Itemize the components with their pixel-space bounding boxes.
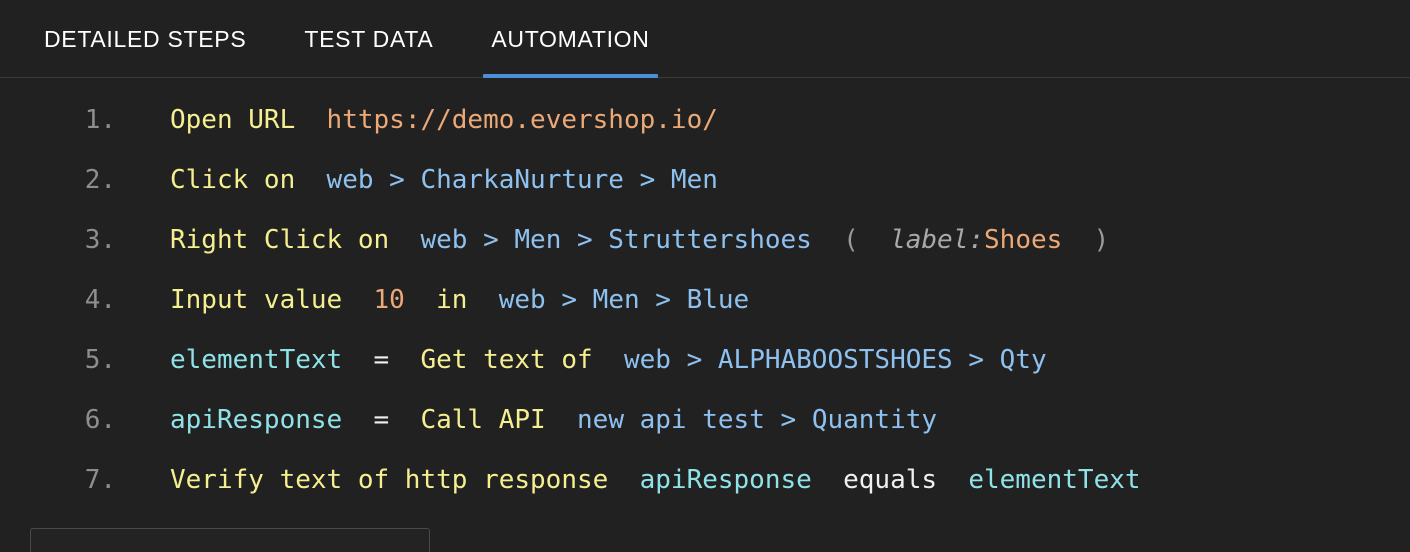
step-token-dim: ( xyxy=(843,225,859,255)
step-content: Click on web > CharkaNurture > Men xyxy=(116,150,718,210)
automation-step-row[interactable]: 4.Input value 10 in web > Men > Blue xyxy=(0,270,1410,330)
automation-step-row[interactable]: 5.elementText = Get text of web > ALPHAB… xyxy=(0,330,1410,390)
automation-step-row[interactable]: 7.Verify text of http response apiRespon… xyxy=(0,450,1410,510)
tab-automation[interactable]: AUTOMATION xyxy=(469,0,671,78)
automation-step-row[interactable]: 2.Click on web > CharkaNurture > Men xyxy=(0,150,1410,210)
step-token-plain xyxy=(812,465,843,495)
step-number: 4. xyxy=(84,285,116,315)
step-content: Right Click on web > Men > Struttershoes… xyxy=(116,210,1109,270)
step-token-loc: web > CharkaNurture > Men xyxy=(326,165,718,195)
tab-test-data[interactable]: TEST DATA xyxy=(282,0,455,78)
step-content: Input value 10 in web > Men > Blue xyxy=(116,270,749,330)
step-token-plain xyxy=(342,405,373,435)
automation-step-row[interactable]: 1.Open URL https://demo.evershop.io/ xyxy=(0,90,1410,150)
automation-step-row[interactable]: 6.apiResponse = Call API new api test > … xyxy=(0,390,1410,450)
step-token-plain xyxy=(389,345,420,375)
step-token-var: elementText xyxy=(170,345,343,375)
tab-detailed-steps-label: DETAILED STEPS xyxy=(44,25,247,52)
bottom-input-box[interactable] xyxy=(30,528,430,552)
step-token-str: Shoes xyxy=(984,225,1063,255)
step-token-plain xyxy=(859,225,890,255)
step-token-plain xyxy=(812,225,843,255)
step-number: 5. xyxy=(84,345,116,375)
step-token-attr: label: xyxy=(890,225,985,255)
tab-test-data-label: TEST DATA xyxy=(304,25,434,52)
step-number: 3. xyxy=(84,225,116,255)
tab-automation-underline xyxy=(483,74,658,78)
step-content: Verify text of http response apiResponse… xyxy=(116,450,1141,510)
step-content: apiResponse = Call API new api test > Qu… xyxy=(116,390,937,450)
step-number: 6. xyxy=(84,405,116,435)
step-token-var: apiResponse xyxy=(639,465,812,495)
step-token-plain xyxy=(467,285,498,315)
step-token-kw: in xyxy=(436,285,468,315)
step-token-plain xyxy=(295,105,326,135)
step-content: elementText = Get text of web > ALPHABOO… xyxy=(116,330,1047,390)
step-token-loc: web > ALPHABOOSTSHOES > Qty xyxy=(623,345,1047,375)
step-token-plain xyxy=(389,405,420,435)
step-content: Open URL https://demo.evershop.io/ xyxy=(116,90,718,150)
step-token-kw: Click on xyxy=(170,165,296,195)
step-token-kw: Get text of xyxy=(420,345,593,375)
step-token-plain: = xyxy=(373,345,390,375)
step-token-str: 10 xyxy=(373,285,405,315)
step-number: 7. xyxy=(84,465,116,495)
step-token-str: https://demo.evershop.io/ xyxy=(326,105,718,135)
step-token-kw: Right Click on xyxy=(170,225,390,255)
step-token-var: apiResponse xyxy=(170,405,343,435)
step-token-plain xyxy=(405,285,436,315)
step-token-plain xyxy=(389,225,420,255)
step-token-plain xyxy=(342,285,373,315)
automation-step-row[interactable]: 3.Right Click on web > Men > Struttersho… xyxy=(0,210,1410,270)
step-token-plain: equals xyxy=(843,465,938,495)
step-token-loc: web > Men > Struttershoes xyxy=(420,225,812,255)
automation-step-list[interactable]: 1.Open URL https://demo.evershop.io/2.Cl… xyxy=(0,78,1410,552)
tab-bar: DETAILED STEPS TEST DATA AUTOMATION xyxy=(0,0,1410,78)
step-number: 2. xyxy=(84,165,116,195)
step-number: 1. xyxy=(84,105,116,135)
step-token-kw: Open URL xyxy=(170,105,296,135)
step-token-kw: Verify text of http response xyxy=(170,465,609,495)
tab-bar-divider xyxy=(0,77,1410,78)
step-token-kw: Input value xyxy=(170,285,343,315)
step-token-loc: new api test > Quantity xyxy=(577,405,938,435)
step-token-dim: ) xyxy=(1093,225,1110,255)
step-token-plain xyxy=(1062,225,1093,255)
step-token-var: elementText xyxy=(968,465,1141,495)
step-token-loc: web > Men > Blue xyxy=(498,285,750,315)
step-token-plain xyxy=(295,165,326,195)
steps-host: 1.Open URL https://demo.evershop.io/2.Cl… xyxy=(0,90,1410,510)
step-token-plain xyxy=(937,465,968,495)
step-token-plain xyxy=(608,465,639,495)
step-token-plain xyxy=(546,405,577,435)
step-token-plain: = xyxy=(373,405,390,435)
step-token-plain xyxy=(342,345,373,375)
tab-automation-label: AUTOMATION xyxy=(491,25,650,52)
step-token-kw: Call API xyxy=(420,405,546,435)
step-token-plain xyxy=(593,345,624,375)
tab-detailed-steps[interactable]: DETAILED STEPS xyxy=(22,0,268,78)
